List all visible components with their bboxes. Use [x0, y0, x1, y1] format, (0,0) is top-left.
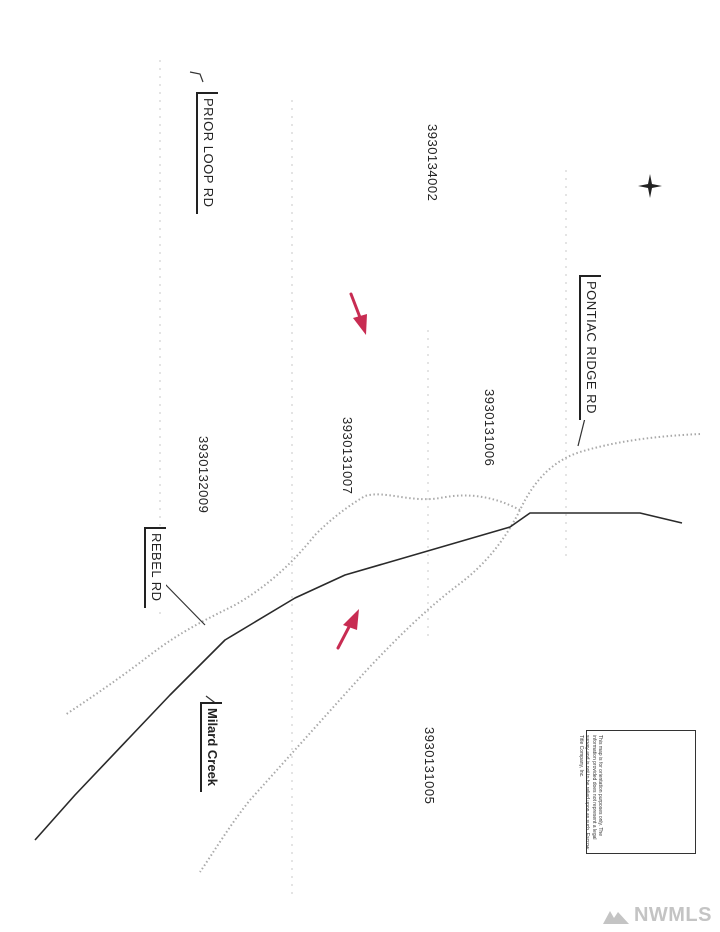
parcel-boundaries	[159, 60, 567, 900]
parcel-label: 3930134002	[425, 124, 440, 202]
disclaimer-text: This map is for orientation purposes onl…	[577, 735, 603, 850]
dotted-trail	[64, 433, 701, 873]
road-label-pontiac-ridge: PONTIAC RIDGE RD	[579, 275, 601, 420]
parcel-label: 3930131007	[340, 417, 355, 495]
road-leaders	[162, 71, 591, 706]
parcel-label: 3930132009	[196, 436, 211, 514]
parcel-label: 3930131005	[422, 727, 437, 805]
watermark: NWMLS	[601, 904, 712, 927]
creek-label: Milard Creek	[200, 702, 222, 793]
main-road-line	[34, 512, 683, 841]
compass-star-icon	[638, 174, 662, 198]
disclaimer-box: This map is for orientation purposes onl…	[578, 730, 696, 854]
parcel-label: 3930131006	[482, 389, 497, 467]
nwmls-logo-icon	[602, 910, 629, 924]
road-label-prior-loop: PRIOR LOOP RD	[196, 92, 218, 214]
red-arrow-icon	[349, 292, 367, 335]
road-label-rebel: REBEL RD	[144, 527, 166, 608]
watermark-text: NWMLS	[633, 904, 712, 926]
red-arrow-icon	[336, 609, 359, 650]
